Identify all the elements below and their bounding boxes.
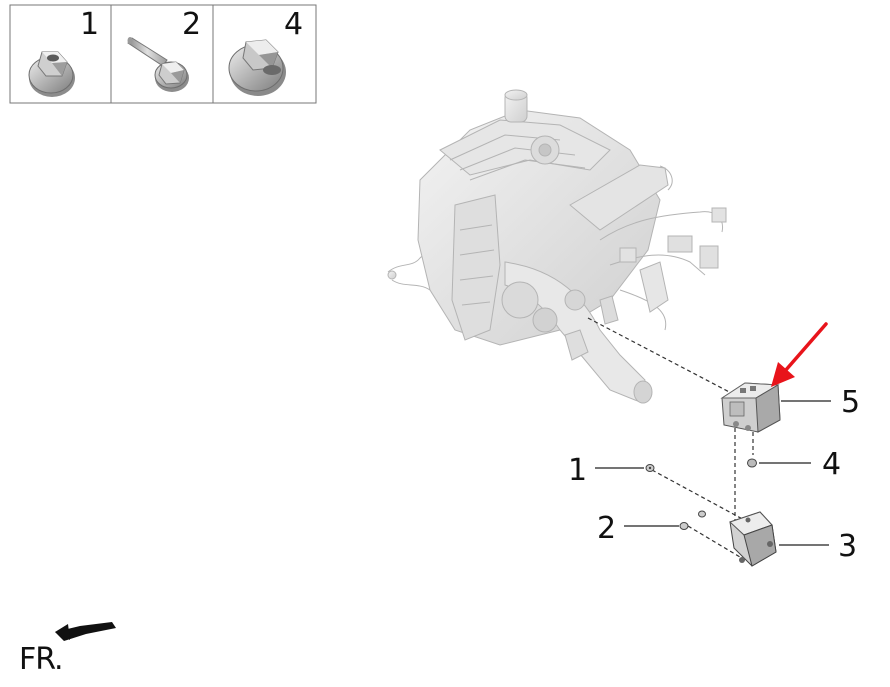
nut-part-4 bbox=[747, 458, 757, 468]
callout-2: 2 bbox=[597, 511, 616, 546]
inset-cell-number: 2 bbox=[182, 7, 201, 42]
inset-cell-2: 2 bbox=[127, 7, 201, 92]
inset-cell-1: 1 bbox=[28, 7, 99, 97]
inset-cell-number: 4 bbox=[284, 7, 303, 42]
front-orientation-indicator: FR. bbox=[19, 622, 116, 677]
abs-control-unit bbox=[720, 382, 781, 433]
flange-nut-icon bbox=[28, 51, 75, 97]
callout-3: 3 bbox=[838, 529, 857, 564]
bolt-part-2 bbox=[679, 510, 706, 530]
assembly-guide-lines bbox=[587, 317, 754, 561]
engine-assembly bbox=[387, 89, 727, 404]
callout-4: 4 bbox=[822, 447, 841, 482]
callout-labels: 5 4 1 2 3 bbox=[568, 385, 860, 564]
mounting-bracket bbox=[729, 511, 777, 567]
flange-bolt-icon bbox=[127, 37, 189, 92]
callout-leaders bbox=[595, 400, 831, 546]
callout-1: 1 bbox=[568, 453, 587, 488]
flange-nut-large-icon bbox=[228, 39, 286, 96]
callout-5: 5 bbox=[841, 385, 860, 420]
highlight-arrow-icon bbox=[771, 322, 828, 387]
fastener-inset-table: 1 2 4 bbox=[9, 4, 317, 104]
nut-part-1 bbox=[645, 464, 655, 472]
front-label: FR. bbox=[19, 642, 63, 677]
front-direction-arrow-icon bbox=[55, 622, 116, 641]
inset-cell-4: 4 bbox=[228, 7, 303, 96]
inset-cell-number: 1 bbox=[80, 7, 99, 42]
